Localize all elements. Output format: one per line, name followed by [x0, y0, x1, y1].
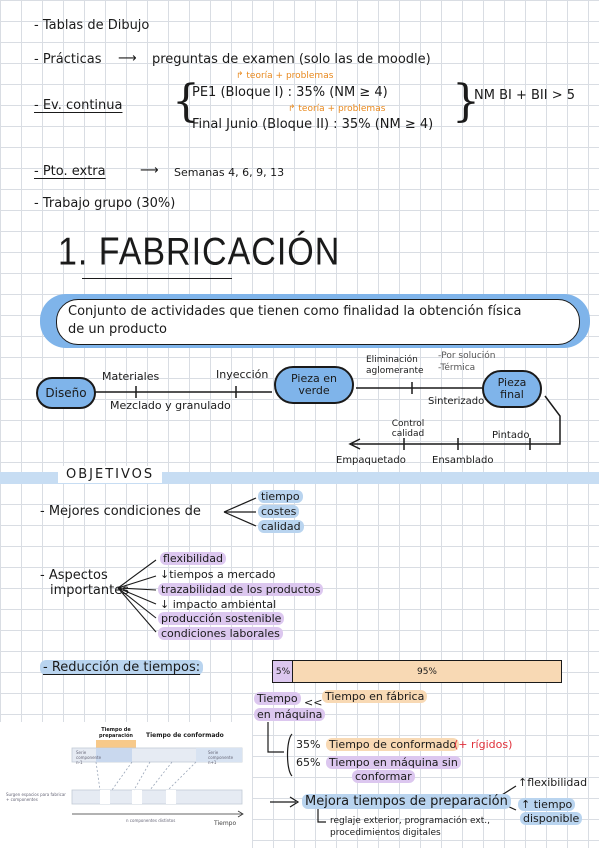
label-ensamblado: Ensamblado — [432, 455, 494, 466]
label-materiales: Materiales — [102, 370, 160, 383]
section-title: 1. FABRICACIÓN — [58, 230, 341, 274]
label-mezclado: Mezclado y granulado — [110, 399, 231, 412]
label-eliminacion: Eliminación aglomerante — [366, 355, 424, 376]
mejora-tiempo-1: ↑ tiempo — [518, 798, 576, 811]
sin-conformar-2: conformar — [352, 770, 415, 783]
mejora-tiempo-2: disponible — [520, 812, 583, 825]
label-empaquetado: Empaquetado — [336, 455, 406, 466]
aspecto-tiempos-mercado: ↓tiempos a mercado — [160, 568, 276, 581]
objetivo-costes: costes — [258, 505, 300, 518]
tiempo-maquina-2: en máquina — [254, 708, 326, 721]
objetivo-calidad: calidad — [258, 520, 304, 533]
nm-rule: NM BI + BII > 5 — [474, 88, 575, 103]
label-serie-right: Serie componente n+1 — [208, 750, 234, 765]
label-tiempo-preparacion: Tiempo de preparación — [99, 727, 133, 739]
reglaje-1: reglaje exterior, programación ext., — [330, 816, 490, 826]
aspecto-produccion: producción sostenible — [158, 612, 285, 625]
practicas-value: preguntas de examen (solo las de moodle) — [152, 52, 431, 67]
pct-65: 65% — [296, 756, 321, 769]
aspectos-label-1: - Aspectos — [40, 568, 108, 583]
tablas-line: - Tablas de Dibujo — [34, 18, 150, 33]
label-n-componentes: n componentes distintos — [126, 818, 176, 823]
aspecto-trazabilidad: trazabilidad de los productos — [158, 583, 324, 596]
node-pieza-final: Pieza final — [482, 370, 542, 408]
definition-line-1: Conjunto de actividades que tienen como … — [68, 304, 522, 319]
reglaje-2: procedimientos digitales — [330, 828, 441, 838]
aspecto-impacto: ↓ impacto ambiental — [160, 598, 277, 611]
embedded-setup-diagram: Tiempo de preparación Tiempo de conforma… — [0, 722, 252, 848]
practicas-arrow: ⟶ — [118, 51, 137, 66]
label-tiempo-conformado-embedded: Tiempo de conformado — [146, 732, 224, 739]
teoria-problemas-note-1: ↱ teoría + problemas — [236, 71, 334, 81]
left-brace: { — [172, 76, 200, 127]
label-termica: -Térmica — [438, 363, 476, 373]
label-serie-left: Serie componente n-1 — [76, 750, 102, 765]
objetivos-title: OBJETIVOS — [58, 466, 163, 483]
label-sinterizado: Sinterizado — [428, 396, 485, 407]
bar-segment-maquina: 5% — [272, 660, 294, 683]
definition-line-2: de un producto — [68, 322, 167, 337]
mejores-condiciones: - Mejores condiciones de — [40, 504, 201, 519]
sin-conformar-1: Tiempo en máquina sin — [326, 756, 461, 769]
aspecto-condiciones: condiciones laborales — [158, 627, 283, 640]
trabajo-line: - Trabajo grupo (30%) — [34, 196, 176, 211]
teoria-problemas-note-2: ↱ teoría + problemas — [288, 104, 386, 114]
ev-continua-label: - Ev. continua — [34, 98, 123, 113]
label-por-solucion: -Por solución — [438, 351, 496, 361]
aspectos-label-2: importantes — [50, 583, 129, 598]
objetivo-tiempo: tiempo — [258, 490, 303, 503]
tiempo-maquina-1: Tiempo — [254, 692, 301, 705]
pto-extra-label: - Pto. extra — [34, 164, 106, 179]
label-surgen-espacios: Surgen espacios para fabricar + componen… — [6, 792, 66, 802]
pct-35: 35% — [296, 738, 321, 751]
label-tiempo-axis: Tiempo — [214, 820, 237, 827]
definition-inner — [56, 299, 580, 345]
rigidos-note: (+ rígidos) — [454, 738, 513, 751]
label-control-calidad: Control calidad — [391, 419, 425, 439]
label-pintado: Pintado — [492, 430, 530, 441]
embedded-diagram-lines — [71, 740, 244, 818]
mejora-preparacion: Mejora tiempos de preparación — [302, 794, 511, 809]
title-underline — [82, 278, 232, 279]
pto-extra-arrow: ⟶ — [140, 163, 159, 178]
pe1-line: PE1 (Bloque I) : 35% (NM ≥ 4) — [192, 85, 388, 100]
tiempo-conformado: Tiempo de conformado — [326, 738, 460, 751]
aspecto-flexibilidad: flexibilidad — [160, 552, 226, 565]
bar-segment-fabrica: 95% — [292, 660, 562, 683]
label-inyeccion: Inyección — [216, 368, 269, 381]
final-line: Final Junio (Bloque II) : 35% (NM ≥ 4) — [192, 117, 434, 132]
right-brace: } — [452, 76, 480, 127]
time-bar: 5% 95% — [272, 660, 562, 684]
mejora-flexibilidad: ↑flexibilidad — [518, 776, 588, 789]
pto-extra-value: Semanas 4, 6, 9, 13 — [174, 166, 285, 179]
tiempo-fabrica: Tiempo en fábrica — [322, 690, 428, 703]
practicas-label: - Prácticas — [34, 52, 102, 67]
reduccion-label: - Reducción de tiempos: — [40, 660, 204, 675]
node-diseno: Diseño — [36, 377, 96, 409]
less-than-sign: << — [304, 696, 323, 709]
node-pieza-verde: Pieza en verde — [274, 366, 354, 404]
